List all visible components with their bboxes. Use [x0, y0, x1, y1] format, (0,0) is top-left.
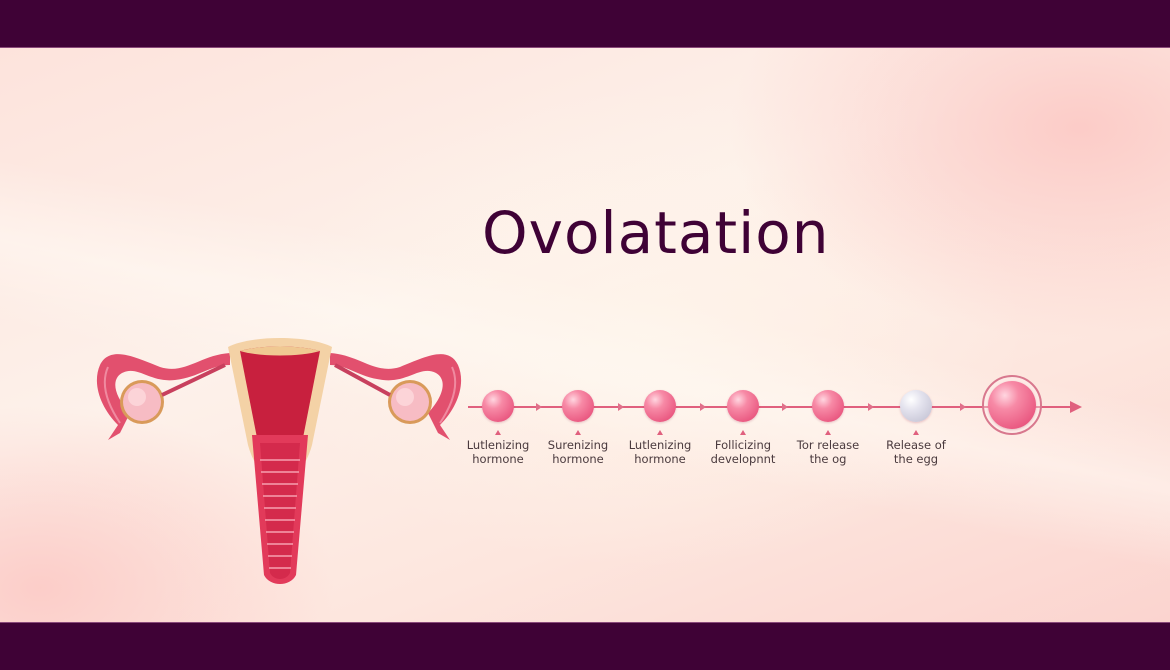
- tick-marker-icon: [657, 430, 663, 435]
- vaginal-canal: [252, 435, 308, 584]
- released-egg-icon: [988, 381, 1036, 429]
- tick-marker-icon: [825, 430, 831, 435]
- step-arrow-icon: [700, 403, 706, 411]
- timeline-arrow-head-icon: [1070, 401, 1082, 413]
- step-arrow-icon: [782, 403, 788, 411]
- pink-follicle-icon: [727, 390, 759, 422]
- step-arrow-icon: [536, 403, 542, 411]
- step-arrow-icon: [868, 403, 874, 411]
- ovulation-timeline: Lutlenizing hormone Surenizing hormone L…: [460, 368, 1100, 478]
- page-title: Ovolatation: [482, 199, 830, 267]
- pink-follicle-icon: [482, 390, 514, 422]
- tick-marker-icon: [913, 430, 919, 435]
- right-ovary: [334, 363, 432, 424]
- timeline-step-label: Follicizing developnnt: [710, 438, 776, 466]
- bottom-frame-bar: [0, 622, 1170, 670]
- uterus-anatomy-illustration: [96, 338, 462, 584]
- timeline-step-label: Lutlenizing hormone: [466, 438, 530, 466]
- tick-marker-icon: [495, 430, 501, 435]
- pink-follicle-icon: [644, 390, 676, 422]
- tick-marker-icon: [740, 430, 746, 435]
- timeline-step-label: Lutlenizing hormone: [628, 438, 692, 466]
- pink-follicle-icon: [562, 390, 594, 422]
- infographic-canvas: Ovolatation: [0, 48, 1170, 622]
- left-ovary: [120, 363, 226, 424]
- timeline-step-label: Tor release the og: [796, 438, 860, 466]
- step-arrow-icon: [960, 403, 966, 411]
- tick-marker-icon: [575, 430, 581, 435]
- top-frame-bar: [0, 0, 1170, 48]
- pink-follicle-icon: [812, 390, 844, 422]
- right-fallopian-tube: [330, 353, 462, 440]
- grey-egg-icon: [900, 390, 932, 422]
- timeline-step-label: Surenizing hormone: [547, 438, 609, 466]
- timeline-step-label: Release of the egg: [886, 438, 946, 466]
- timeline-axis-line: [468, 406, 1073, 408]
- step-arrow-icon: [618, 403, 624, 411]
- left-fallopian-tube: [96, 353, 231, 440]
